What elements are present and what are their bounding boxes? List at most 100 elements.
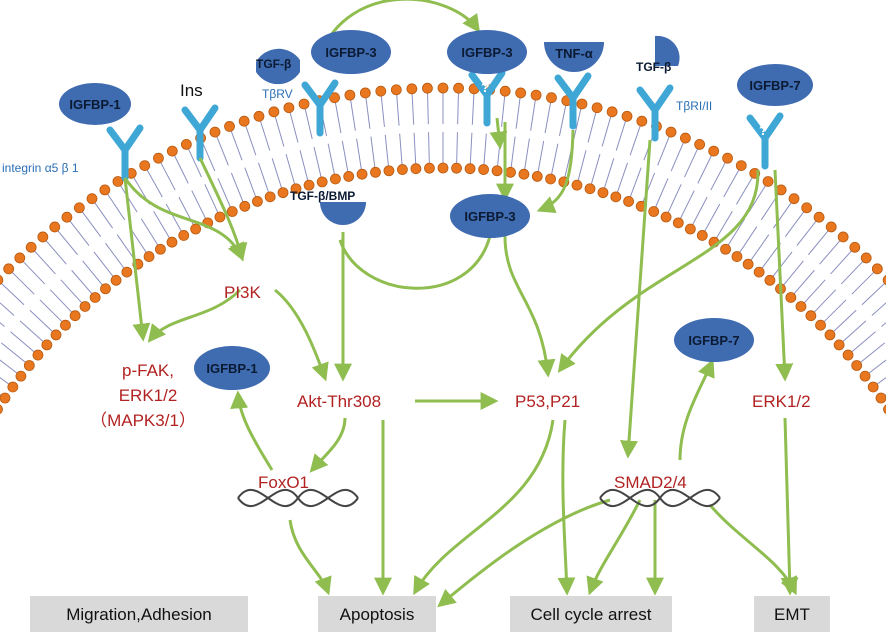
- lipid-tail: [178, 196, 197, 230]
- lipid-head: [166, 236, 178, 248]
- receptor-integrin: [106, 124, 144, 182]
- lipid-head: [842, 349, 854, 361]
- lipid-tail: [536, 140, 545, 177]
- lipid-head: [79, 301, 91, 312]
- lipid-tail: [723, 165, 742, 198]
- cell-cycle-box: [510, 596, 672, 632]
- lipid-head: [531, 171, 543, 182]
- lipid-head: [684, 223, 696, 235]
- lipid-tail: [810, 289, 837, 317]
- lipid-head: [264, 191, 276, 203]
- lipid-tail: [653, 178, 669, 212]
- lipid-head: [37, 231, 49, 243]
- lipid-head: [833, 339, 845, 351]
- lipid-head: [742, 258, 754, 270]
- lipid-head: [882, 275, 886, 285]
- lipid-head: [49, 221, 61, 233]
- dna-helix-right: [599, 489, 721, 507]
- arrow-tbri-to-smad: [620, 139, 652, 459]
- arrow-p53-to-cellcycle: [557, 419, 576, 596]
- lipid-head: [422, 82, 433, 94]
- lipid-tail: [71, 269, 96, 298]
- migration-box: [30, 596, 248, 632]
- receptors: [106, 69, 784, 182]
- lipid-tail: [19, 257, 46, 285]
- lipid-tail: [411, 88, 415, 125]
- lipid-head: [60, 319, 71, 331]
- lipid-head: [356, 168, 368, 180]
- lipid-head: [871, 263, 883, 275]
- tgfb-left-label: TGF-β: [256, 57, 291, 71]
- lipid-head: [851, 360, 863, 371]
- lipid-head: [546, 92, 557, 104]
- lipid-tail: [273, 111, 285, 147]
- lipid-tail: [356, 138, 363, 175]
- lipid-head: [591, 102, 603, 114]
- lipid-tail: [214, 131, 229, 166]
- akt-node: Akt-Thr308: [297, 392, 381, 411]
- lipid-tail: [697, 150, 715, 184]
- igfbp1-top-protein: [59, 83, 131, 125]
- lipid-head: [849, 241, 861, 253]
- lipid-tail: [515, 92, 522, 129]
- lipid-tail: [576, 150, 587, 186]
- lipid-tail: [840, 257, 867, 285]
- lipid-tail: [615, 162, 629, 198]
- lipid-tail: [0, 393, 6, 399]
- migration-outcome: Migration,Adhesion: [66, 605, 212, 624]
- lipid-tail: [380, 91, 385, 128]
- lipid-head: [491, 165, 503, 177]
- lipid-tail: [758, 242, 781, 273]
- lipid-tail: [54, 226, 78, 256]
- lipid-tail: [856, 342, 885, 366]
- lipid-head: [610, 191, 622, 203]
- lipid-tail: [800, 279, 826, 307]
- lipid-head: [576, 98, 588, 110]
- lipid-head: [214, 211, 226, 223]
- smad-node: SMAD2/4: [614, 473, 687, 492]
- igfbp3-inner-label: IGFBP-3: [464, 209, 515, 224]
- lipid-head: [530, 89, 542, 101]
- lipid-tail: [760, 189, 782, 221]
- lipid-head: [680, 132, 691, 144]
- lipid-head: [505, 166, 516, 178]
- lipid-tail: [558, 100, 568, 137]
- pfak-node-line3: （MAPK3/1）: [90, 411, 196, 430]
- lipid-head: [344, 89, 356, 101]
- lipid-tail: [230, 172, 246, 207]
- lipid-head: [825, 221, 837, 233]
- receptor-tnf: [554, 72, 592, 130]
- lipid-tail: [191, 190, 209, 224]
- erk-node: ERK1/2: [752, 392, 811, 411]
- emt-box: [754, 596, 830, 632]
- lipid-tail: [510, 136, 516, 173]
- lipid-head: [515, 87, 527, 99]
- lipid-tail: [243, 121, 257, 156]
- lipid-tail: [78, 207, 102, 238]
- igfbp3-left-protein: [311, 30, 391, 74]
- apoptosis-box: [318, 596, 436, 632]
- proteins: IGFBP-1 Ins TGF-β IGFBP-3 IGFBP-3 TNF-α …: [59, 30, 813, 390]
- arrow-igfbp3-to-p53: [503, 235, 556, 378]
- tbri-ii-label: TβRI/II: [676, 99, 712, 113]
- lipid-head: [50, 329, 62, 341]
- lipid-head: [424, 162, 435, 174]
- lipid-tail: [413, 132, 417, 169]
- lipid-tail: [0, 377, 14, 388]
- lipid-head: [824, 329, 836, 341]
- lipid-tail: [851, 268, 878, 295]
- arrow-igfbp3-receptor-internal: [489, 117, 508, 150]
- lipid-head: [775, 184, 787, 196]
- lipid-tail: [66, 216, 90, 246]
- lipid-tail: [790, 269, 815, 298]
- lipid-tail: [657, 131, 672, 166]
- lipid-head: [329, 92, 340, 104]
- lipid-head: [238, 115, 250, 127]
- lipid-head: [437, 162, 449, 174]
- lipid-head: [518, 168, 530, 180]
- lipid-tail: [30, 246, 56, 275]
- lipid-head: [453, 82, 464, 94]
- lipid-tail: [349, 95, 356, 131]
- lipid-tail: [550, 143, 559, 180]
- lipid-head: [23, 360, 35, 371]
